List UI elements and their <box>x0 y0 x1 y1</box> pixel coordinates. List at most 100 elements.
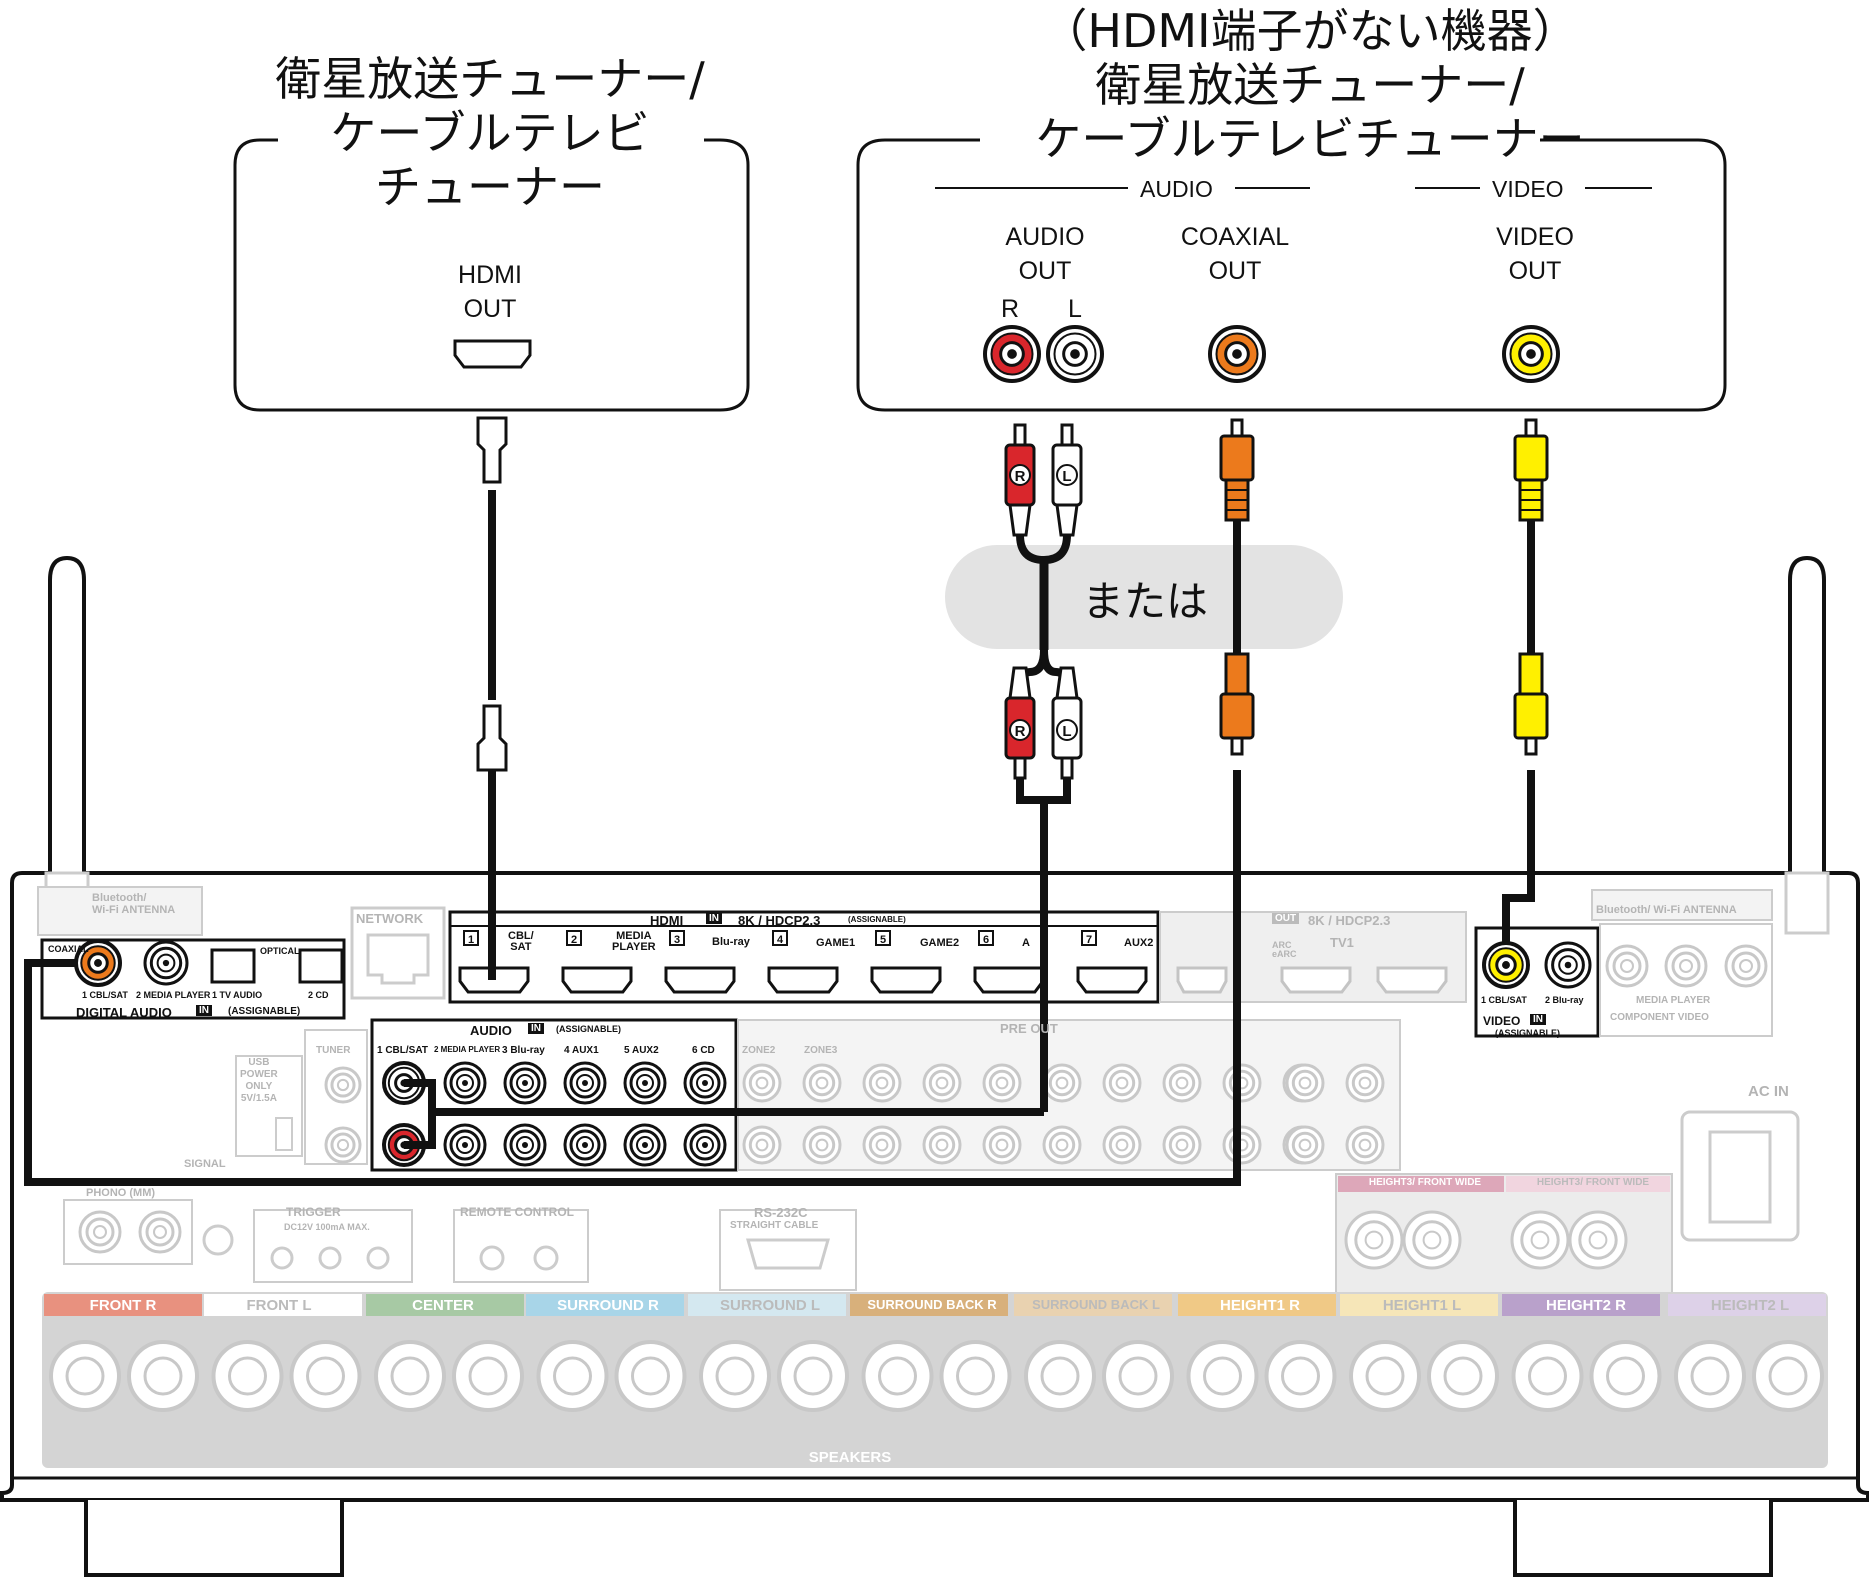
audio-in-r-3-ring <box>509 1129 541 1161</box>
phono-jack-r-center <box>93 1225 107 1239</box>
spk-term-plus-in-6 <box>1040 1356 1080 1396</box>
preout-jack-top-1-center <box>815 1076 829 1090</box>
zone3-label: ZONE3 <box>804 1045 838 1056</box>
speaker-band-9 <box>1502 1294 1660 1316</box>
hdmi-num-box-5 <box>875 930 891 946</box>
rca-plug-l-top-badge <box>1056 464 1078 486</box>
spk-term-minus-in-8 <box>1443 1356 1483 1396</box>
height3-jack-3-ring <box>1578 1220 1618 1260</box>
bt-antenna-label: Bluetooth/ Wi-Fi ANTENNA <box>92 892 176 916</box>
audio-in-l-4-pin <box>582 1080 588 1086</box>
arc-label: ARC eARC <box>1272 940 1297 959</box>
spk-surround-back-l: SURROUND BACK L <box>1032 1297 1160 1312</box>
ac-in-label: AC IN <box>1748 1083 1789 1100</box>
preout-jack-bot-1-ring <box>808 1131 836 1159</box>
rca-plug-l-bottom-boot <box>1055 666 1079 700</box>
audio-in-l-2-center <box>456 1074 474 1092</box>
preout-jack-top-2-ring <box>868 1069 896 1097</box>
preout-jack-bot-3-center <box>935 1138 949 1152</box>
receiver-foot-left <box>84 1500 344 1577</box>
tv1-label: TV1 <box>1330 935 1354 950</box>
out-label: OUT <box>463 295 517 323</box>
hdmi-input-port-6 <box>973 966 1045 994</box>
preout-jack-top-4-ring <box>988 1069 1016 1097</box>
usb-label: USB POWER ONLY 5V/1.5A <box>240 1057 278 1104</box>
spk-surround-l: SURROUND L <box>720 1297 820 1314</box>
spk-term-plus-in-4 <box>715 1356 755 1396</box>
audio-input-3: 3 Blu-ray <box>502 1045 545 1056</box>
right-audio-r-jack-pin <box>1007 349 1017 359</box>
phono-jack-r-ring <box>85 1217 115 1247</box>
coaxial-plug-top-body <box>1219 434 1255 482</box>
hdmi-plug-top <box>476 416 508 484</box>
preout-jack-bot-6-center <box>1115 1138 1129 1152</box>
rca-plug-l-bottom-tip <box>1060 756 1074 780</box>
spk-term-minus-0 <box>127 1340 199 1412</box>
signal-label: SIGNAL <box>184 1158 226 1170</box>
spk-term-minus-4 <box>777 1340 849 1412</box>
audio-in-l-3-pin <box>522 1080 528 1086</box>
phono-jack-l-center <box>153 1225 167 1239</box>
height3-jack-1-ring <box>1412 1220 1452 1260</box>
trigger-jack-0 <box>270 1246 294 1270</box>
straight-cable-label: STRAIGHT CABLE <box>730 1220 819 1231</box>
hdmi-num-box-1 <box>463 930 479 946</box>
digital-coaxial-jack-2-center <box>156 953 176 973</box>
video-in-jack-2-ring <box>1551 948 1585 982</box>
right-device-box <box>856 138 1727 412</box>
preout-jack-bot-5-ring <box>1048 1131 1076 1159</box>
speaker-band-0 <box>44 1294 202 1316</box>
audio-in-l-6-pin <box>702 1080 708 1086</box>
video-in-jack-1-pin <box>1502 961 1510 969</box>
hdmi-input-cbl: CBL/ SAT <box>508 930 534 953</box>
audio-in-l-5-ring <box>629 1067 661 1099</box>
hdmi-num-7: 7 <box>1086 934 1092 946</box>
preout-jack-top-8-ring <box>1228 1069 1256 1097</box>
phono-label: PHONO (MM) <box>86 1187 156 1199</box>
spk-term-minus-9 <box>1589 1340 1662 1412</box>
hdmi-header-label: HDMI <box>650 913 684 928</box>
speaker-band-6 <box>1014 1294 1172 1316</box>
preout-jack-bot-3-ring <box>928 1131 956 1159</box>
tuner-label: TUNER <box>316 1045 351 1056</box>
hdmi-out-port-3 <box>1376 966 1448 994</box>
rca-cable-to-l <box>404 1079 436 1112</box>
preout-jack-bot-1-center <box>815 1138 829 1152</box>
rca-plug-r-top-letter: R <box>1015 468 1026 485</box>
tuner-jack-r-ring <box>330 1132 356 1158</box>
audio-input-2: 2 MEDIA PLAYER <box>434 1045 501 1054</box>
subwoofer-3-ring <box>1291 1131 1319 1159</box>
spk-term-plus-in-7 <box>1203 1356 1242 1396</box>
optical-label: OPTICAL <box>260 946 300 956</box>
hdmi-out-port-1 <box>1176 966 1228 994</box>
spk-surround-r: SURROUND R <box>557 1297 659 1314</box>
preout-jack-top-6-ring <box>1108 1069 1136 1097</box>
remote-panel <box>453 1209 589 1283</box>
trigger-jack-2 <box>366 1246 390 1270</box>
rca-plug-r-bottom-badge <box>1009 719 1031 741</box>
tuner-jack-r-center <box>336 1138 350 1152</box>
audio-in-r-5-ring <box>629 1129 661 1161</box>
hdmi-num-box-6 <box>978 930 994 946</box>
video-plug-bottom-tip <box>1524 736 1538 756</box>
spk-term-minus-1 <box>289 1340 362 1412</box>
video-input-2: 2 Blu-ray <box>1545 995 1584 1005</box>
spk-term-plus-in-2 <box>390 1356 430 1396</box>
signal-gnd <box>202 1224 234 1256</box>
media-player-label: MEDIA PLAYER <box>1636 995 1711 1006</box>
audio-in-l-4-center <box>576 1074 594 1092</box>
audio-in-r-4-pin <box>582 1142 588 1148</box>
coaxial-out-label: COAXIAL OUT <box>1160 220 1310 288</box>
phono-jack-l-ring <box>145 1217 175 1247</box>
rca-plug-l-top-tip <box>1060 423 1074 447</box>
spk-term-plus-in-1 <box>228 1356 267 1396</box>
speaker-band-10 <box>1668 1294 1826 1316</box>
spk-term-minus-in-4 <box>793 1356 833 1396</box>
preout-jack-top-0-ring <box>748 1069 776 1097</box>
trigger-label: TRIGGER <box>286 1205 341 1219</box>
preout-jack-top-2-center <box>875 1076 889 1090</box>
audio-in-header: AUDIO <box>470 1023 512 1038</box>
antenna-left <box>48 555 86 873</box>
height3-l-band <box>1506 1176 1670 1192</box>
hdmi-input-bluray: Blu-ray <box>712 936 750 948</box>
